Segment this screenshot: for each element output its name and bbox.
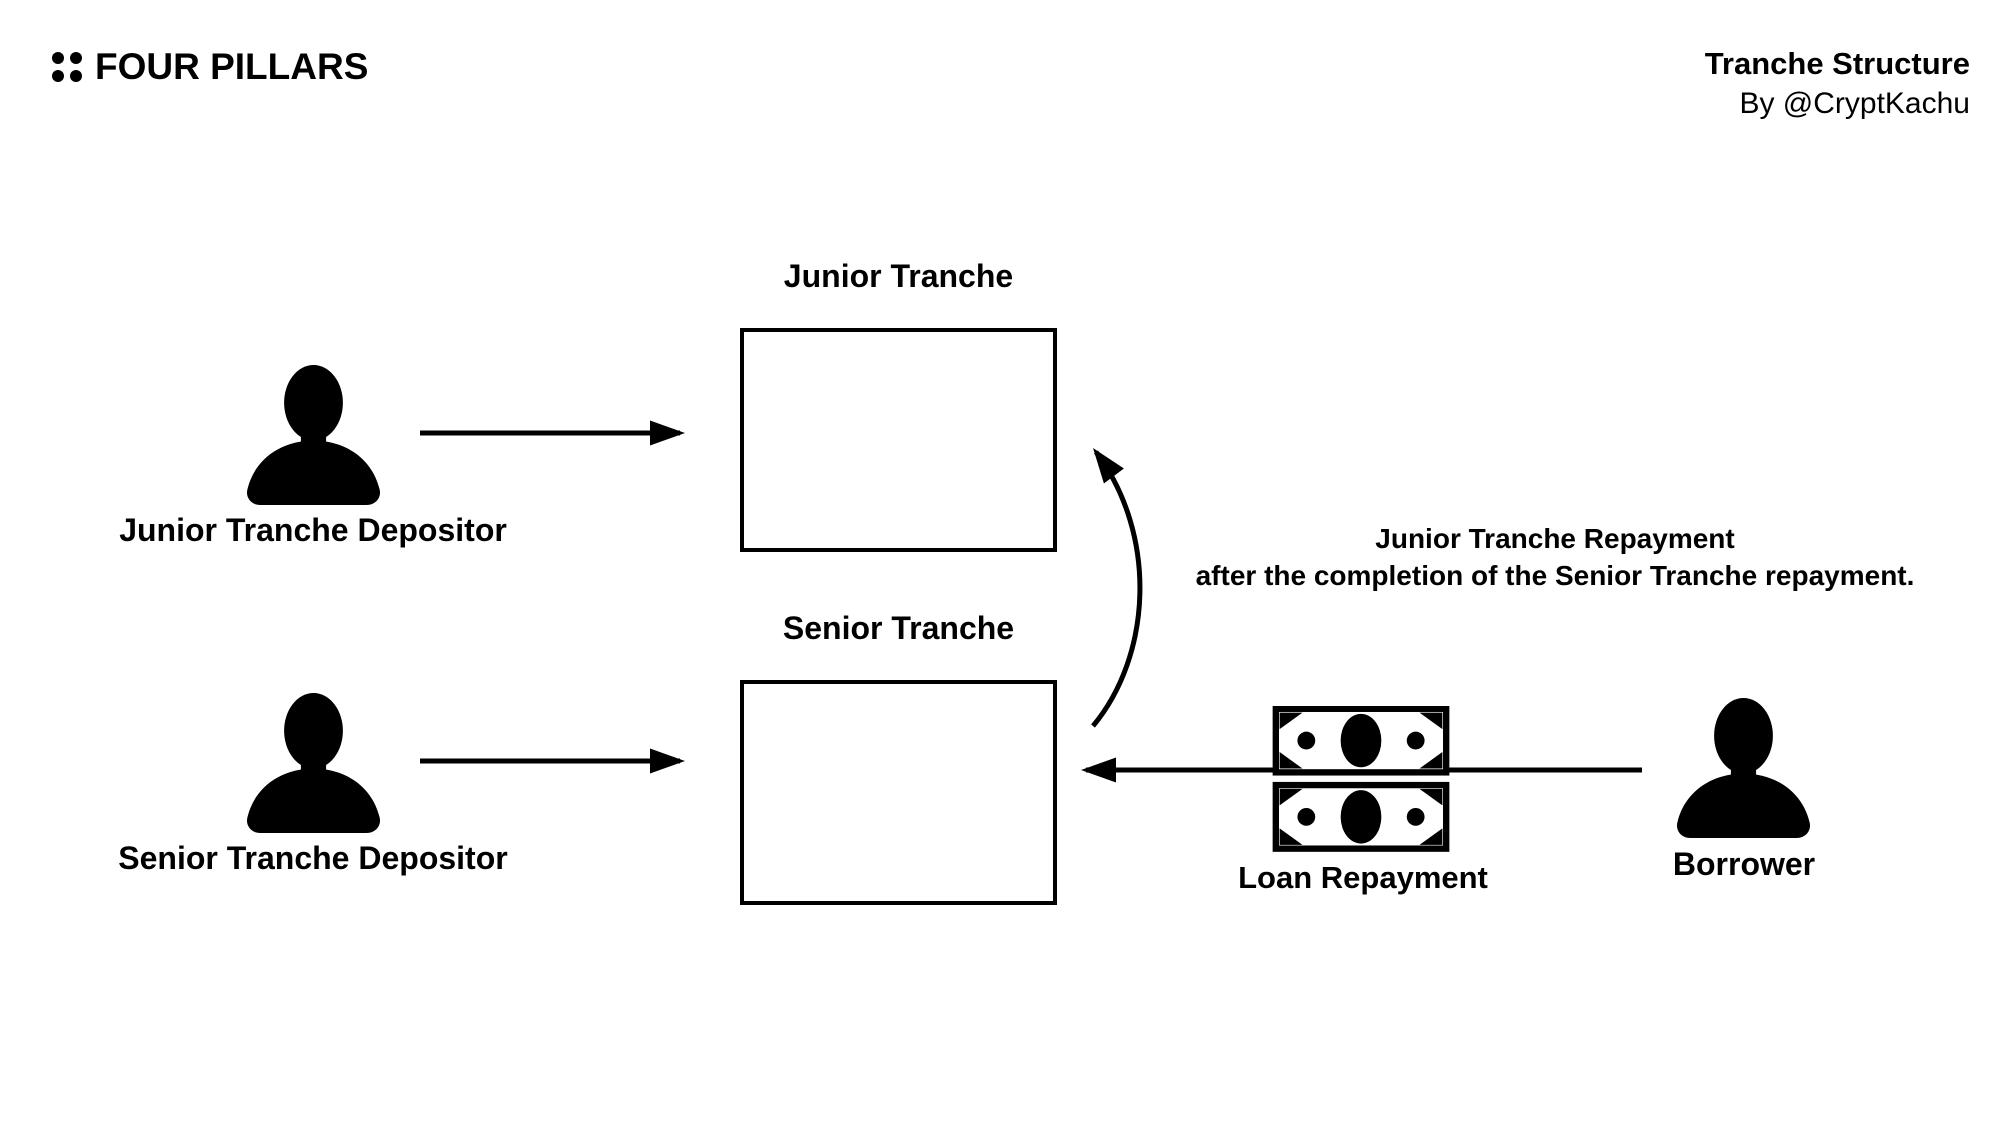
four-dots-icon [52, 52, 82, 82]
junior-depositor-label: Junior Tranche Depositor [119, 512, 507, 548]
loan-repayment-label: Loan Repayment [1238, 860, 1488, 895]
junior-repayment-note-line1: Junior Tranche Repayment [1375, 523, 1735, 554]
senior-tranche-label: Senior Tranche [782, 610, 1015, 646]
author-byline: By @CryptKachu [1739, 87, 1970, 120]
junior-repayment-note-line2: after the completion of the Senior Tranc… [1195, 560, 1915, 591]
junior-tranche-box [740, 328, 1057, 552]
header-right: Tranche Structure By @CryptKachu [1705, 46, 1970, 122]
senior-depositor-label: Senior Tranche Depositor [118, 840, 508, 876]
banknotes-icon [1272, 706, 1450, 854]
brand-logo: FOUR PILLARS [52, 46, 368, 88]
senior-depositor-person-icon [236, 693, 391, 833]
brand-name: FOUR PILLARS [95, 46, 369, 87]
page-title: Tranche Structure [1704, 46, 1970, 81]
borrower-person-icon [1666, 698, 1821, 838]
banknote-icon-top [1272, 706, 1450, 776]
junior-tranche-label: Junior Tranche [783, 258, 1014, 294]
junior-depositor-person-icon [236, 365, 391, 505]
borrower-label: Borrower [1672, 846, 1816, 882]
junior-repayment-note: Junior Tranche Repayment after the compl… [1160, 520, 1950, 594]
senior-tranche-box [740, 680, 1057, 905]
junior-repayment-curved-arrow [1091, 447, 1143, 728]
banknote-icon-bottom [1272, 781, 1450, 852]
